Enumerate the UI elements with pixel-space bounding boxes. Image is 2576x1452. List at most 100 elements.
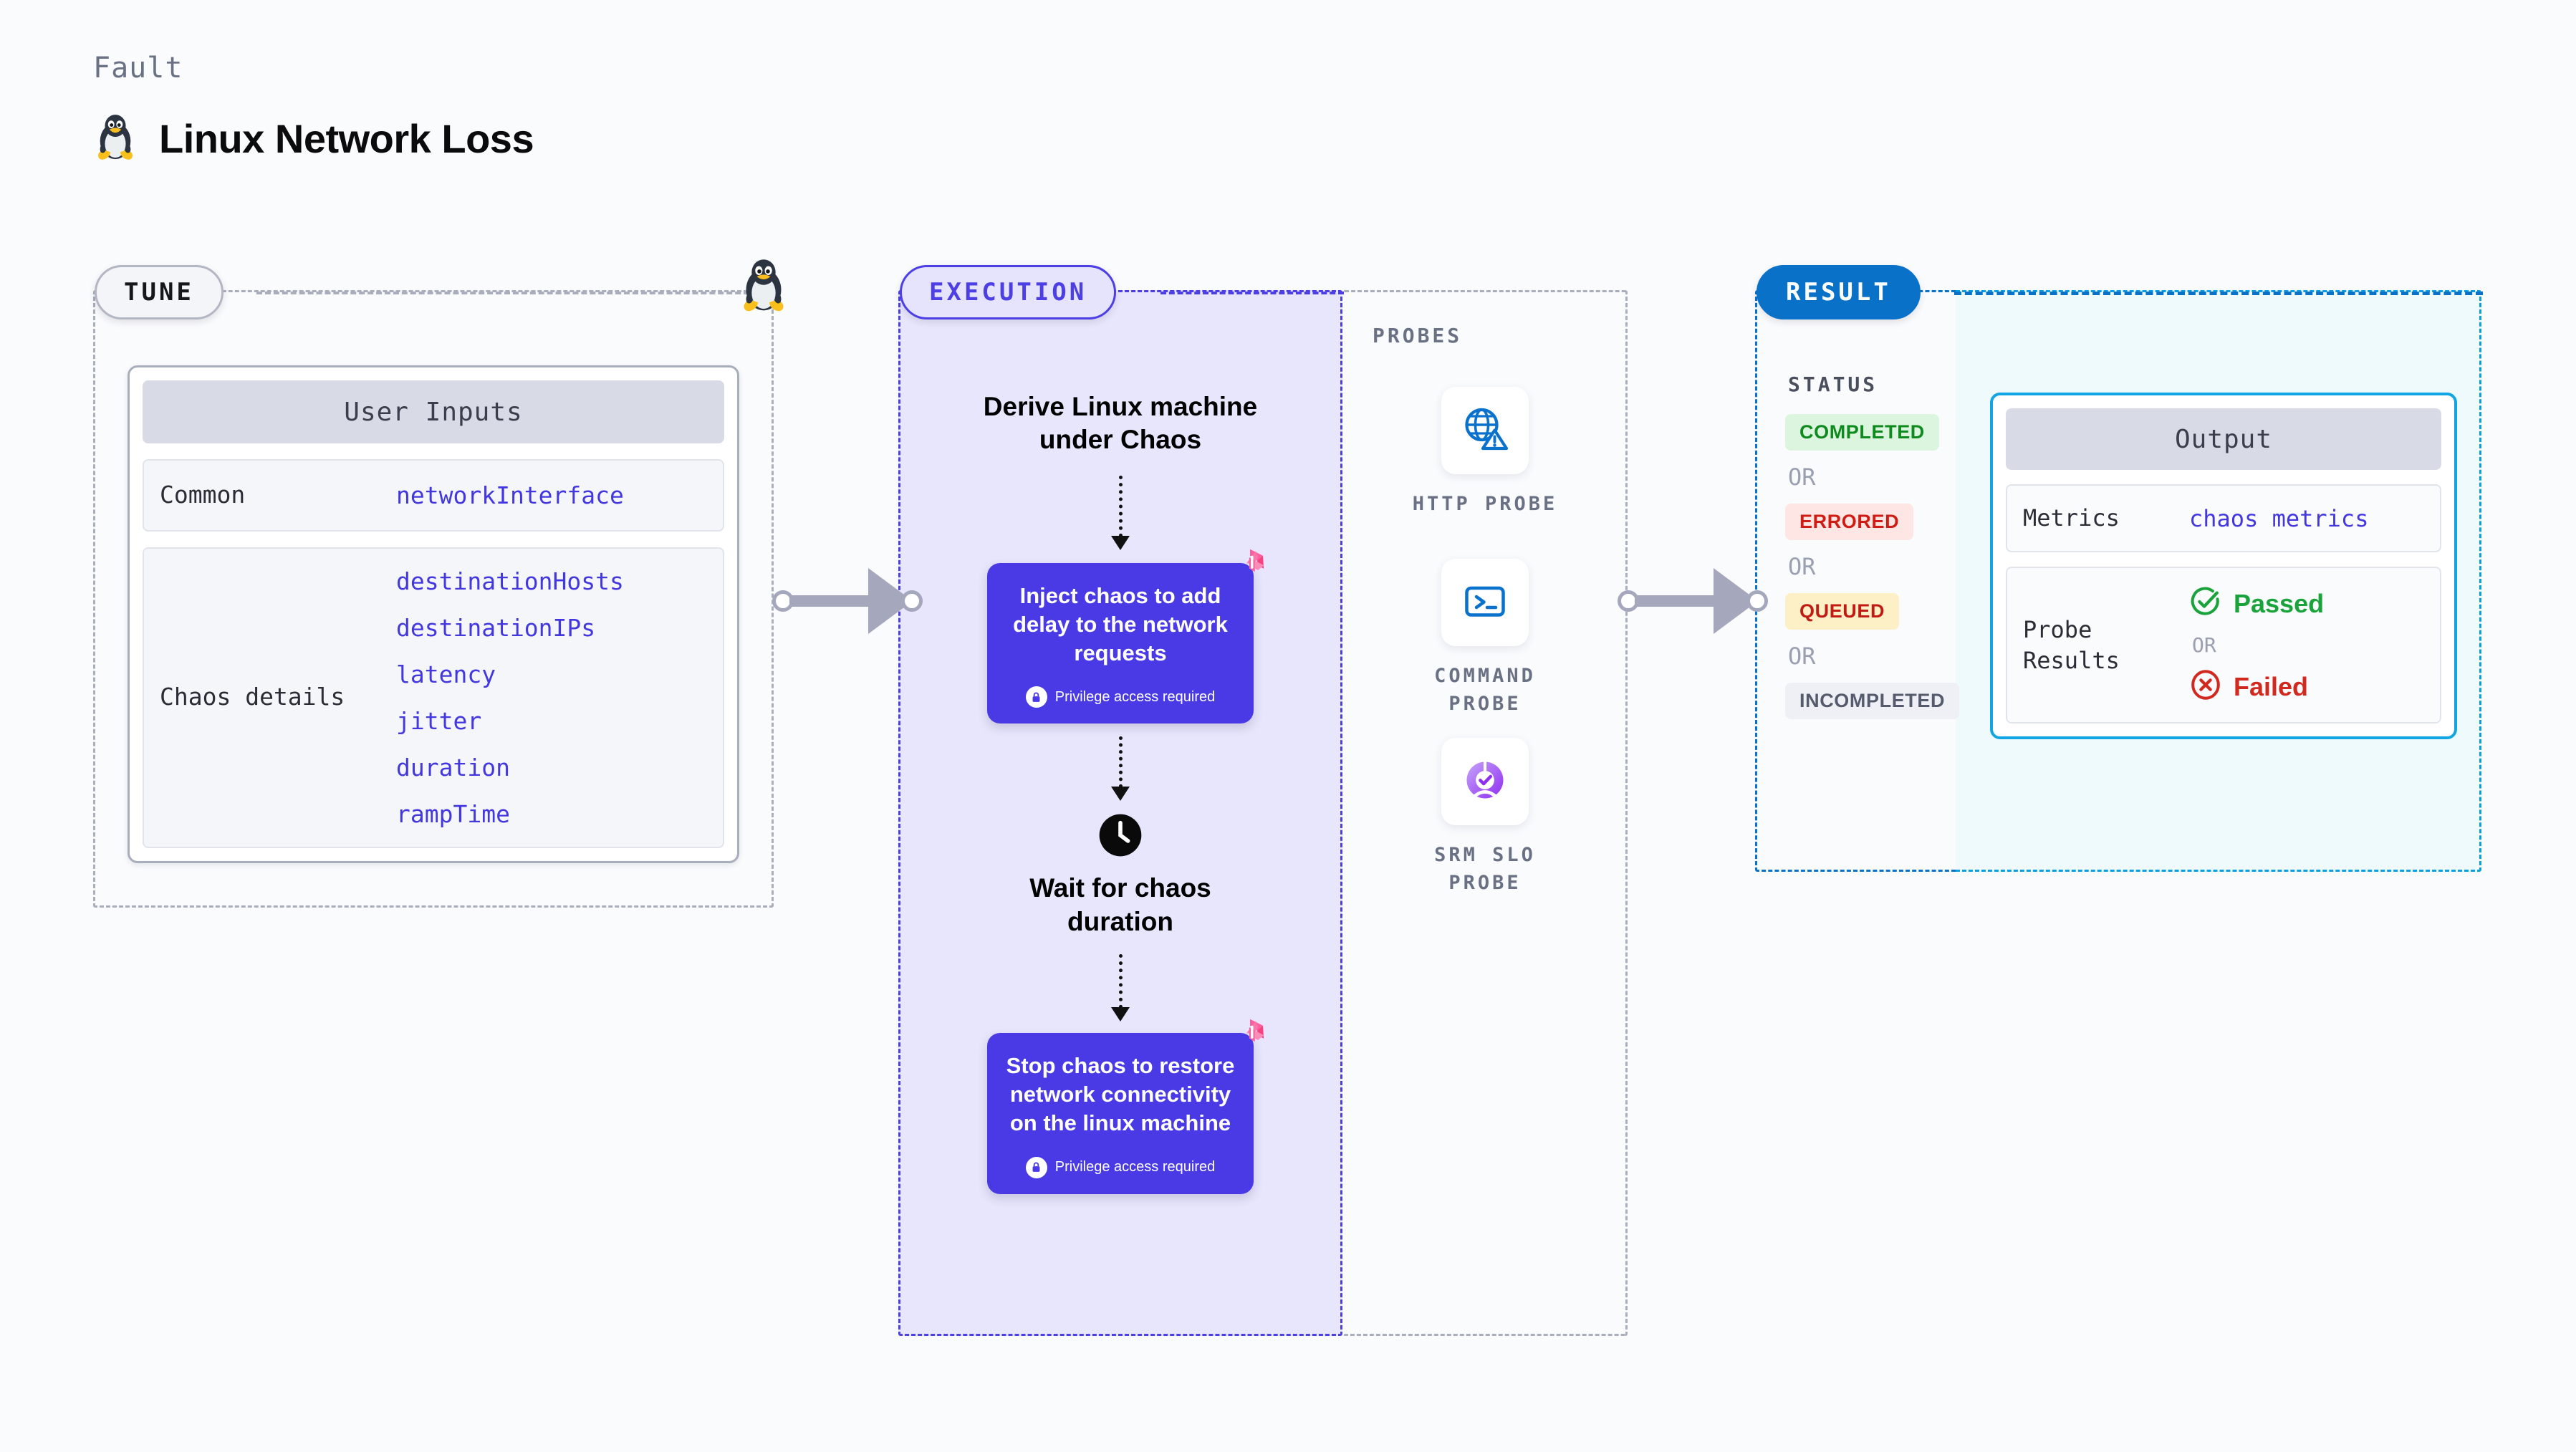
metrics-label: Metrics <box>2023 504 2120 532</box>
status-badge-stack: COMPLETED OR ERRORED OR QUEUED OR INCOMP… <box>1785 414 1960 719</box>
probe-caption: SRM SLO PROBE <box>1434 841 1536 897</box>
input-param[interactable]: latency <box>396 660 496 688</box>
probes-section-label: PROBES <box>1373 324 1463 347</box>
litmus-logo-icon <box>1231 544 1269 587</box>
page-title: Linux Network Loss <box>159 115 534 161</box>
probe-tile <box>1441 387 1529 474</box>
tune-pill-connector <box>256 292 758 294</box>
output-card-title: Output <box>2006 408 2441 470</box>
probe-caption-line-1: SRM SLO <box>1434 844 1536 866</box>
connector-end-dot <box>901 590 923 612</box>
inject-privilege-text: Privilege access required <box>1054 688 1216 705</box>
probe-tile <box>1441 559 1529 646</box>
x-circle-icon <box>2189 668 2222 705</box>
execution-step-derive-machine: Derive Linux machine under Chaos <box>984 390 1257 457</box>
slo-donut-check-icon <box>1459 754 1511 809</box>
result-stage-pill[interactable]: RESULT <box>1756 265 1921 319</box>
clock-icon <box>1097 812 1143 862</box>
probe-result-failed: Failed <box>2189 668 2324 705</box>
page-kicker: Fault <box>93 52 183 85</box>
probe-caption: HTTP PROBE <box>1413 490 1558 518</box>
input-param[interactable]: jitter <box>396 706 482 735</box>
tune-linux-penguin-icon <box>738 258 789 319</box>
user-inputs-row-common: Common networkInterface <box>143 459 724 532</box>
execution-step-inject-chaos[interactable]: Inject chaos to add delay to the network… <box>987 549 1264 724</box>
row-label: Chaos details <box>160 683 345 711</box>
connector-probes-to-result <box>1618 568 1768 634</box>
metrics-value[interactable]: chaos metrics <box>2189 504 2369 532</box>
status-or-2: OR <box>1788 553 1816 580</box>
lock-icon <box>1025 686 1047 708</box>
passed-label: Passed <box>2234 588 2325 618</box>
user-inputs-row-chaos-details: Chaos details destinationHosts destinati… <box>143 547 724 848</box>
status-or-3: OR <box>1788 643 1816 670</box>
probe-command[interactable]: COMMAND PROBE <box>1342 559 1628 718</box>
terminal-prompt-icon <box>1459 575 1511 630</box>
probe-result-or: OR <box>2192 633 2216 658</box>
probe-results-label-line-2: Results <box>2023 646 2120 674</box>
connector-line <box>789 595 868 607</box>
linux-penguin-icon <box>93 113 138 163</box>
connector-line <box>1635 595 1714 607</box>
probe-results-values: Passed OR Failed <box>2189 585 2324 705</box>
execution-step-wait-duration: Wait for chaos duration <box>1029 812 1211 938</box>
output-row-metrics: Metrics chaos metrics <box>2006 484 2441 553</box>
status-badge-queued: QUEUED <box>1785 593 1900 630</box>
derive-line-1: Derive Linux machine <box>983 392 1258 421</box>
stop-privilege-row: Privilege access required <box>1003 1156 1238 1178</box>
connector-tune-to-execution <box>772 568 923 634</box>
stop-privilege-text: Privilege access required <box>1054 1159 1216 1175</box>
flow-arrow-1 <box>1111 475 1130 550</box>
execution-pill-label: EXECUTION <box>929 278 1087 307</box>
stop-chaos-text: Stop chaos to restore network connectivi… <box>1006 1052 1235 1136</box>
failed-label: Failed <box>2234 671 2309 701</box>
output-row-probe-results: Probe Results Passed OR <box>2006 567 2441 724</box>
probe-caption: COMMAND PROBE <box>1434 662 1536 718</box>
execution-flow-column: Derive Linux machine under Chaos Inject … <box>898 290 1342 1336</box>
probe-caption-line-1: COMMAND <box>1434 665 1536 687</box>
input-param[interactable]: destinationIPs <box>396 613 596 642</box>
probe-caption-line-2: PROBE <box>1448 693 1522 716</box>
tune-stage-pill[interactable]: TUNE <box>95 265 224 319</box>
execution-stage-pill[interactable]: EXECUTION <box>900 265 1117 319</box>
probe-results-label: Probe Results <box>2023 615 2189 676</box>
result-pill-connector <box>1954 292 2483 295</box>
inject-privilege-row: Privilege access required <box>1003 686 1238 708</box>
page-title-row: Linux Network Loss <box>93 113 534 163</box>
tune-pill-label: TUNE <box>124 278 194 307</box>
output-card: Output Metrics chaos metrics Probe Resul… <box>1990 393 2457 740</box>
row-values: networkInterface <box>396 481 624 509</box>
status-or-1: OR <box>1788 463 1816 491</box>
row-values: destinationHosts destinationIPs latency … <box>396 567 624 828</box>
input-param[interactable]: duration <box>396 753 510 782</box>
flow-arrow-3 <box>1111 953 1130 1021</box>
status-section-label: STATUS <box>1788 372 1878 396</box>
result-pill-label: RESULT <box>1786 278 1891 307</box>
probe-tile <box>1441 738 1529 825</box>
input-param[interactable]: rampTime <box>396 799 510 828</box>
wait-line-2: duration <box>1067 906 1173 936</box>
probe-http[interactable]: HTTP PROBE <box>1342 387 1628 518</box>
wait-step-text: Wait for chaos duration <box>1029 872 1211 938</box>
inject-chaos-text: Inject chaos to add delay to the network… <box>1013 582 1228 666</box>
litmus-logo-icon <box>1231 1014 1269 1057</box>
lock-icon <box>1025 1156 1047 1178</box>
user-inputs-card-title: User Inputs <box>143 380 724 443</box>
input-param[interactable]: destinationHosts <box>396 567 624 595</box>
flow-arrow-2 <box>1111 736 1130 802</box>
execution-step-stop-chaos[interactable]: Stop chaos to restore network connectivi… <box>987 1019 1264 1194</box>
globe-warning-icon <box>1459 403 1511 458</box>
row-label: Common <box>160 481 246 509</box>
check-circle-icon <box>2189 585 2222 622</box>
execution-pill-connector <box>1160 292 1344 294</box>
user-inputs-card: User Inputs Common networkInterface Chao… <box>128 365 739 863</box>
probe-caption-line-2: PROBE <box>1448 872 1522 895</box>
probe-srm-slo[interactable]: SRM SLO PROBE <box>1342 738 1628 897</box>
input-param[interactable]: networkInterface <box>396 481 624 509</box>
probe-results-label-line-1: Probe <box>2023 615 2092 643</box>
derive-line-2: under Chaos <box>1039 425 1202 455</box>
wait-line-1: Wait for chaos <box>1029 873 1211 903</box>
status-badge-completed: COMPLETED <box>1785 414 1939 451</box>
status-badge-incompleted: INCOMPLETED <box>1785 683 1960 719</box>
status-badge-errored: ERRORED <box>1785 504 1914 540</box>
